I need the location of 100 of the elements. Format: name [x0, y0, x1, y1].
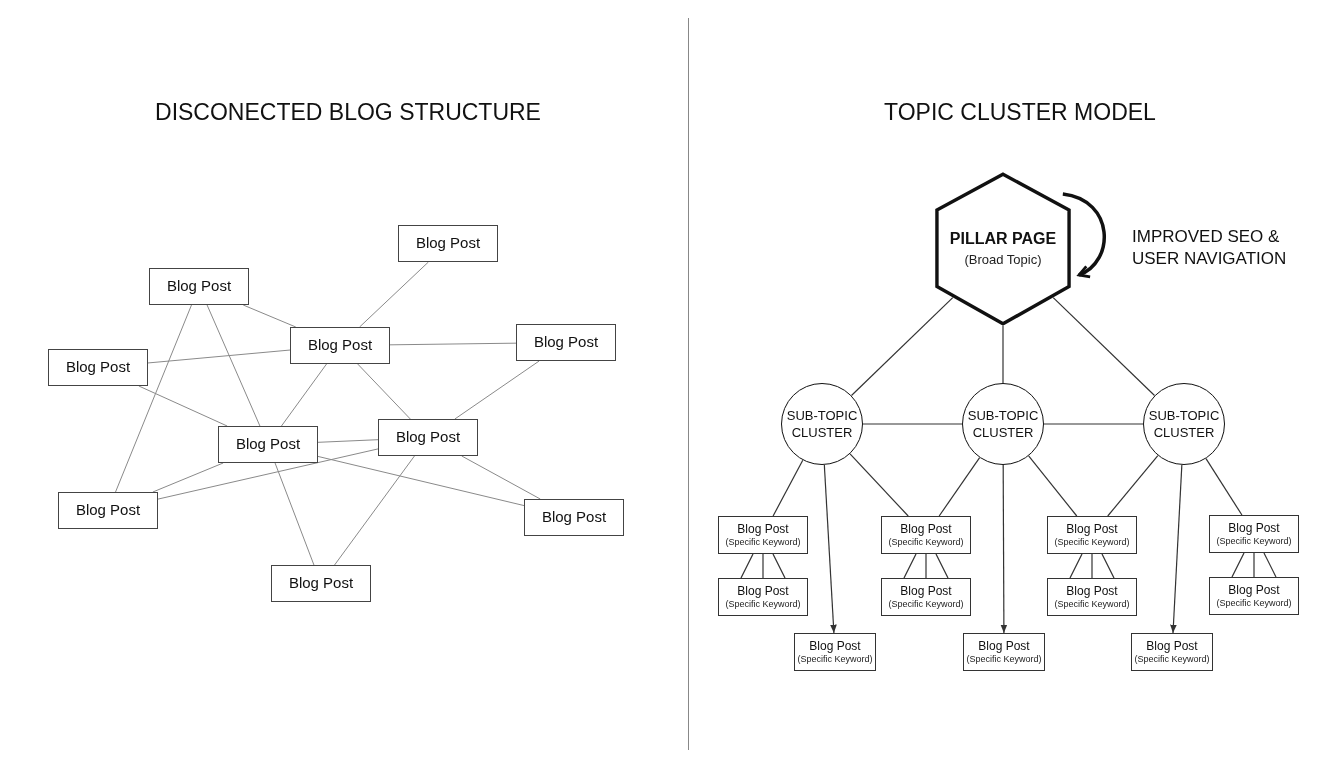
connector-line — [334, 455, 415, 566]
node-subtitle: (Specific Keyword) — [888, 598, 964, 610]
connector-line — [1052, 296, 1156, 397]
blog-post-box — [1131, 633, 1213, 671]
blog-post-box — [1209, 577, 1299, 615]
connector-line — [850, 296, 954, 397]
section-heading: TOPIC CLUSTER MODEL — [883, 98, 1157, 127]
connector-line — [1043, 423, 1144, 425]
connector-line — [461, 455, 541, 500]
node-subtitle: (Specific Keyword) — [1054, 598, 1130, 610]
node-title: Blog Post — [1228, 583, 1280, 597]
connector-line — [1002, 325, 1004, 384]
node-title: Blog Post — [1146, 639, 1198, 653]
blog-post-box — [48, 349, 148, 386]
blog-post-box — [398, 225, 498, 262]
node-subtitle: (Specific Keyword) — [725, 598, 801, 610]
node-text: SUB-TOPIC CLUSTER — [1147, 407, 1221, 441]
node-text: SUB-TOPIC CLUSTER — [966, 407, 1040, 441]
node-title: Blog Post — [288, 573, 354, 594]
node-subtitle: (Specific Keyword) — [797, 653, 873, 665]
connector-line — [147, 349, 291, 364]
benefit-text: IMPROVED SEO & USER NAVIGATION — [1132, 226, 1288, 270]
node-title: Blog Post — [541, 507, 607, 528]
pillar-hexagon — [935, 172, 1071, 326]
connector-line — [157, 448, 379, 500]
node-title: Blog Post — [65, 357, 131, 378]
connector-line — [1205, 458, 1243, 516]
connector-line — [903, 553, 917, 579]
connector-line — [152, 462, 224, 493]
node-text: SUB-TOPIC CLUSTER — [785, 407, 859, 441]
blog-post-box — [149, 268, 249, 305]
blog-post-box — [271, 565, 371, 602]
node-title: Blog Post — [1066, 522, 1118, 536]
blog-post-box — [378, 419, 478, 456]
connector-line — [938, 457, 981, 517]
connector-line — [317, 439, 379, 443]
connector-line — [357, 363, 411, 420]
node-title: Blog Post — [395, 427, 461, 448]
loop-arrow — [1062, 192, 1106, 277]
node-subtitle: (Broad Topic) — [964, 251, 1042, 270]
connector-line — [1107, 454, 1159, 517]
blog-post-box — [718, 516, 808, 554]
connector-line — [1263, 552, 1277, 578]
connector-line — [1091, 553, 1093, 579]
node-subtitle: (Specific Keyword) — [1054, 536, 1130, 548]
node-title: Blog Post — [166, 276, 232, 297]
blog-post-box — [1047, 516, 1137, 554]
node-subtitle: (Specific Keyword) — [1216, 597, 1292, 609]
node-title: Blog Post — [307, 335, 373, 356]
node-title: PILLAR PAGE — [949, 229, 1057, 250]
node-title: Blog Post — [737, 522, 789, 536]
connector-line — [1253, 552, 1255, 578]
connector-line — [1028, 455, 1078, 517]
connector-line — [115, 304, 192, 493]
node-title: Blog Post — [900, 522, 952, 536]
arrow — [1170, 464, 1183, 634]
node-title: Blog Post — [415, 233, 481, 254]
blog-post-box — [963, 633, 1045, 671]
blog-post-box — [794, 633, 876, 671]
blog-post-box — [218, 426, 318, 463]
connector-line — [138, 385, 228, 427]
arrow — [823, 464, 837, 634]
connector-line — [359, 261, 429, 328]
connector-line — [762, 553, 764, 579]
node-title: Blog Post — [1228, 521, 1280, 535]
node-title: Blog Post — [75, 500, 141, 521]
node-title: Blog Post — [533, 332, 599, 353]
blog-post-box — [58, 492, 158, 529]
connector-line — [389, 342, 517, 346]
node-title: Blog Post — [978, 639, 1030, 653]
connector-line — [1069, 553, 1083, 579]
connector-line — [280, 363, 328, 427]
section-heading: DISCONECTED BLOG STRUCTURE — [154, 98, 542, 127]
connector-line — [849, 453, 909, 517]
connector-line — [242, 304, 297, 328]
connector-line — [206, 304, 261, 427]
connector-line — [772, 459, 804, 517]
connector-line — [274, 462, 315, 566]
node-title: Blog Post — [900, 584, 952, 598]
connector-line — [925, 553, 927, 579]
node-subtitle: (Specific Keyword) — [888, 536, 964, 548]
blog-post-box — [516, 324, 616, 361]
blog-post-box — [290, 327, 390, 364]
node-subtitle: (Specific Keyword) — [966, 653, 1042, 665]
blog-post-box — [1209, 515, 1299, 553]
node-title: Blog Post — [809, 639, 861, 653]
connector-line — [454, 360, 540, 420]
node-subtitle: (Specific Keyword) — [1216, 535, 1292, 547]
node-title: Blog Post — [235, 434, 301, 455]
node-title: Blog Post — [1066, 584, 1118, 598]
connector-line — [1101, 553, 1115, 579]
connector-line — [862, 423, 963, 425]
connector-line — [935, 553, 949, 579]
node-subtitle: (Specific Keyword) — [725, 536, 801, 548]
blog-post-box — [1047, 578, 1137, 616]
node-subtitle: (Specific Keyword) — [1134, 653, 1210, 665]
connector-line — [317, 455, 525, 507]
blog-post-box — [881, 516, 971, 554]
blog-post-box — [524, 499, 624, 536]
connector-line — [1231, 552, 1245, 578]
